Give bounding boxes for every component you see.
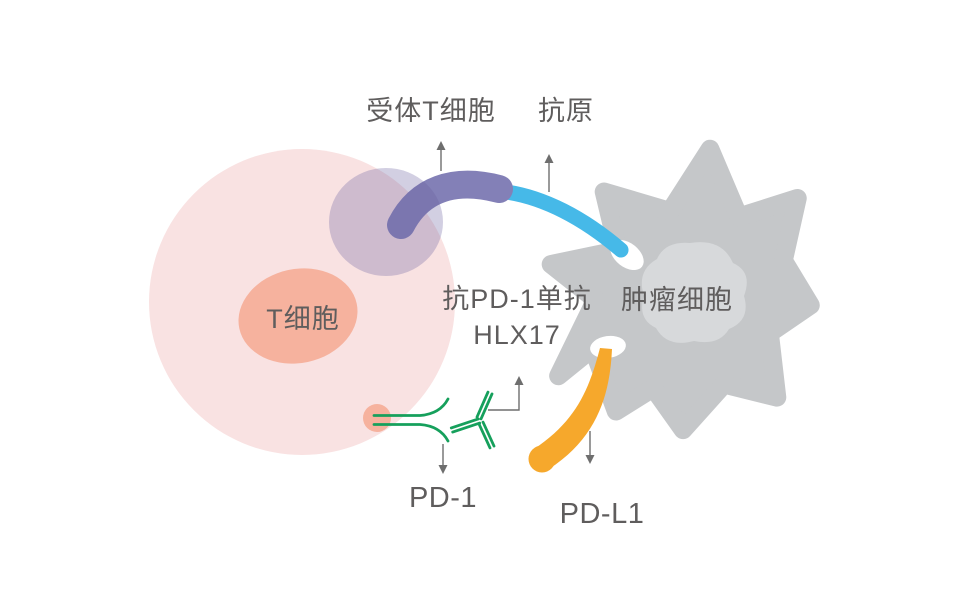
mab-name-line1: 抗PD-1单抗 [442, 284, 592, 314]
t-cell-nucleus [238, 268, 358, 364]
antigen-label: 抗原 [538, 96, 594, 126]
pdl1-band [528, 348, 612, 473]
tumor-cell-nucleus [641, 242, 747, 343]
mab-name-line2: HLX17 [473, 320, 561, 350]
arrowhead-pdl1-icon [585, 455, 595, 464]
pd1-receptor [372, 397, 450, 443]
tcr-band [387, 170, 513, 239]
pd1-anchor-dot [363, 404, 391, 432]
tcr-entry-patch [329, 168, 443, 276]
mab-name-label: 抗PD-1单抗 HLX17 [442, 281, 592, 353]
hlx17-antibody [449, 390, 496, 450]
t-cell-label: T细胞 [266, 304, 340, 334]
arrowhead-hlx17-icon [514, 376, 524, 385]
arrowhead-antigen-icon [544, 154, 554, 163]
arrowhead-pd1-icon [438, 465, 448, 474]
antigen-band [490, 183, 629, 258]
tcr-label: 受体T细胞 [366, 96, 496, 126]
tumor-cell-label: 肿瘤细胞 [621, 285, 733, 315]
pd1-label: PD-1 [408, 482, 478, 514]
arrow-elbow-hlx17-icon [488, 384, 520, 411]
arrowhead-tcr-icon [436, 141, 446, 150]
pdl1-label: PD-L1 [559, 498, 645, 530]
